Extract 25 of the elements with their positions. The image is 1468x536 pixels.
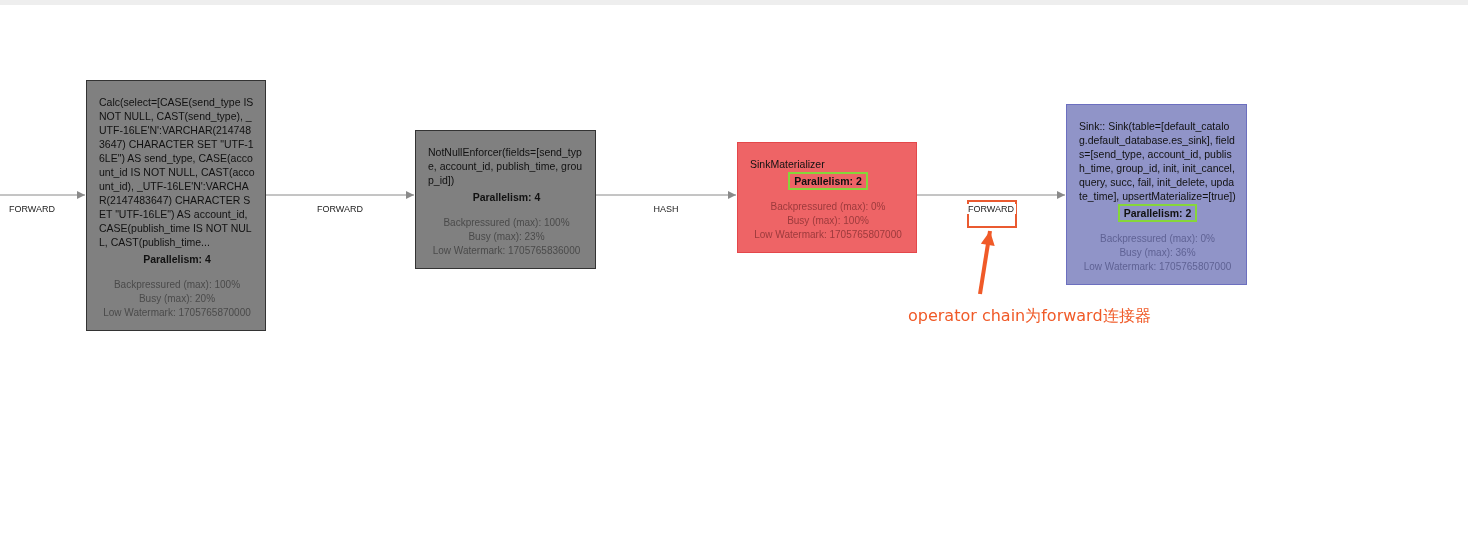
operator-box [415, 130, 596, 269]
connector-arrow [916, 191, 1066, 199]
operator-box [1066, 104, 1247, 285]
operator-description: Calc(select=[CASE(send_type IS NOT NULL, CAST(send_type), _UTF-16LE'N':VARCHAR(2147483647) CHARACTER SET "UTF-16LE") AS send_type, CASE(account_id IS NOT NULL, CAST(account_id), _UTF-16LE'N':VARCHAR(2147483647) CHARACTER SET "UTF-16LE") AS account_id, CASE(publish_time IS NOT NULL, CAST(publish_time... [99, 95, 255, 249]
parallelism-text: Parallelism: 2 [1117, 204, 1198, 222]
edge-label: FORWARD [966, 204, 1016, 214]
operator-description: NotNullEnforcer(fields=[send_type, account_id, publish_time, group_id]) [428, 145, 584, 187]
connector-arrow [0, 191, 86, 199]
metric-text: Low Watermark: 1705765807000 [754, 228, 902, 242]
metric-text: Busy (max): 100% [787, 214, 869, 228]
edge-label: FORWARD [315, 204, 365, 214]
parallelism-text: Parallelism: 4 [471, 190, 542, 205]
operator-description: Sink:: Sink(table=[default_catalog.default_database.es_sink], fields=[send_type, account_id, publish_time, group_id, init, init_cancel, query, succ, fail, init_delete, update_time], upsertMaterialize=[true]) [1079, 119, 1236, 203]
edge-label: HASH [651, 204, 681, 214]
callout-arrow [978, 230, 995, 295]
parallelism-text: Parallelism: 4 [142, 252, 212, 267]
operator-box [737, 142, 917, 253]
metric-text: Backpressured (max): 0% [770, 200, 886, 214]
operator-description: SinkMaterializer [750, 157, 826, 171]
connector-arrow [595, 191, 737, 199]
connector-arrow [265, 191, 415, 199]
annotation-text: operator chain为forward连接器 [908, 306, 1151, 326]
parallelism-text: Parallelism: 2 [788, 172, 868, 190]
edge-label: FORWARD [7, 204, 57, 214]
operator-box [86, 80, 266, 331]
